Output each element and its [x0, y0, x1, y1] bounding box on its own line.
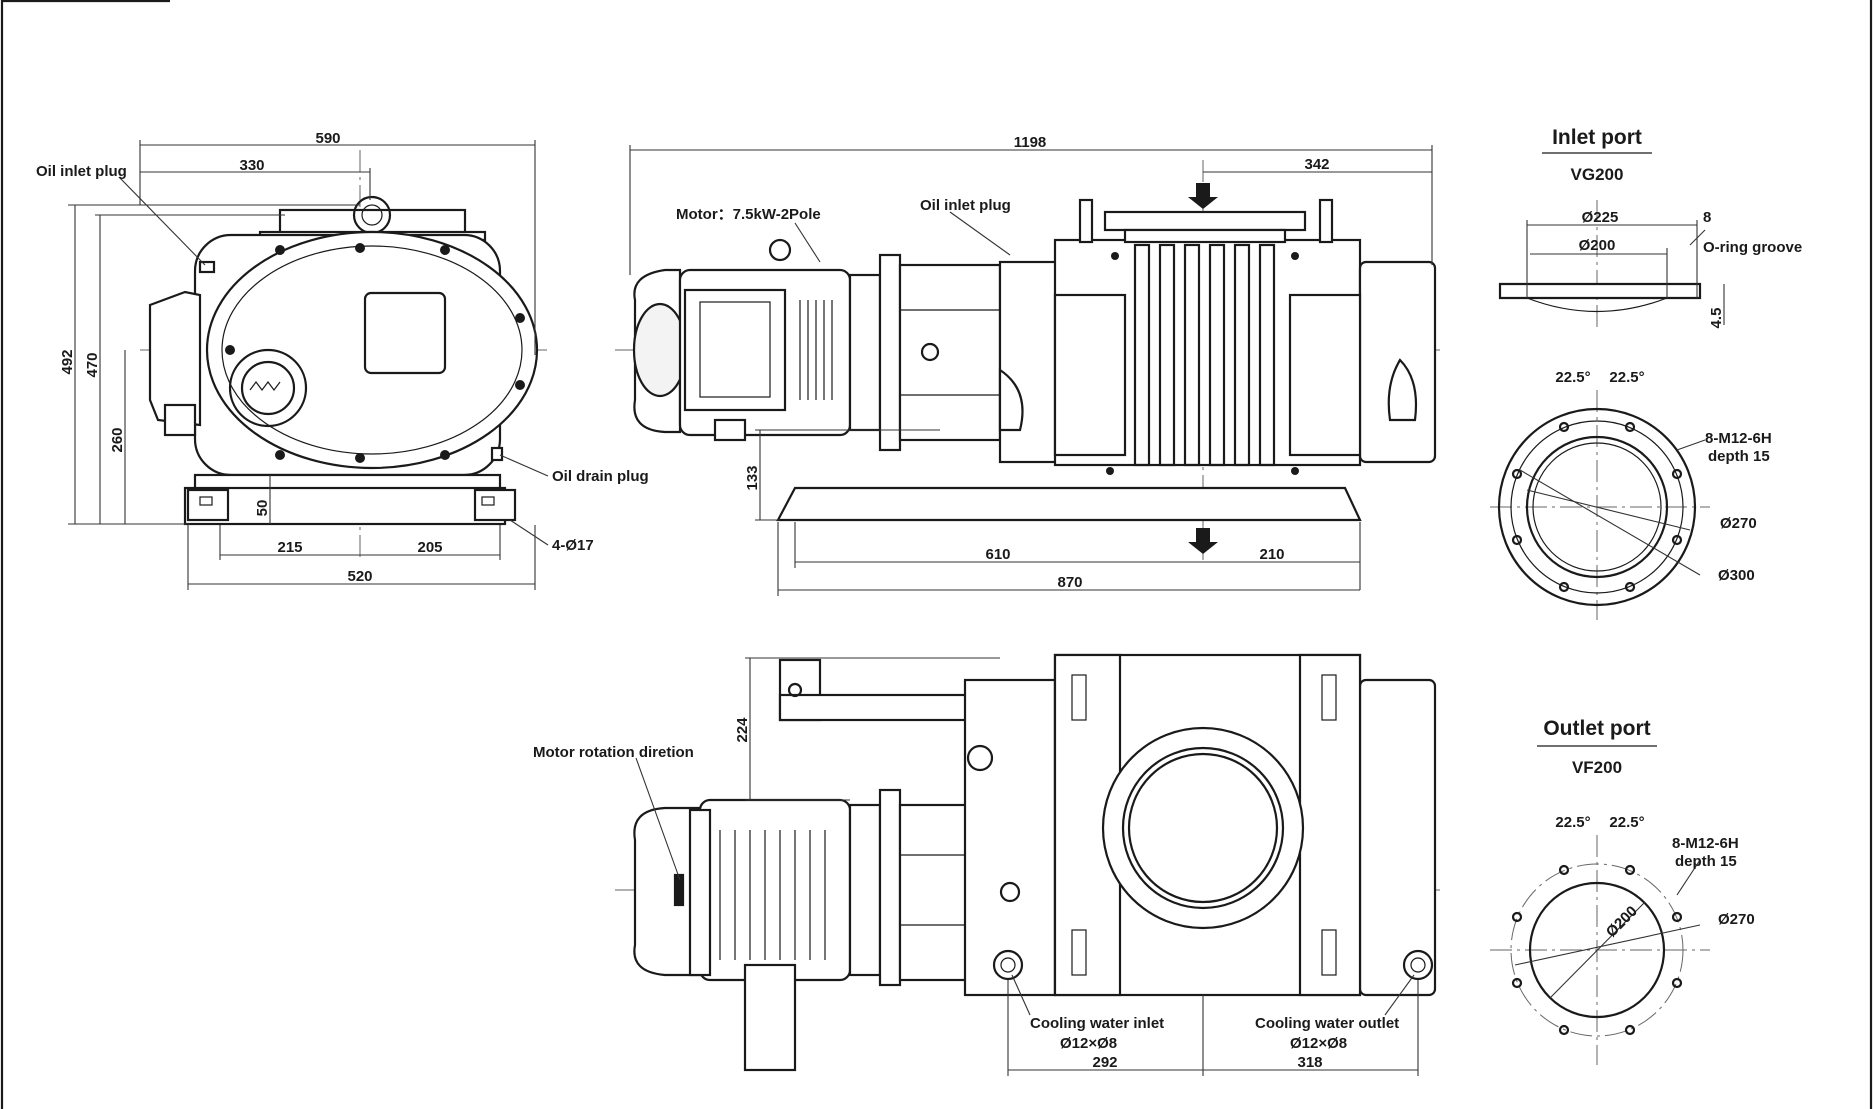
inlet-oring-label: O-ring groove	[1703, 239, 1802, 256]
inlet-angle-2: 22.5°	[1609, 369, 1644, 386]
dim-590: 590	[315, 130, 340, 147]
oil-inlet-plug-label-side: Oil inlet plug	[36, 163, 127, 180]
inlet-port-standard: VG200	[1571, 165, 1624, 184]
motor-rotation-label: Motor rotation diretion	[533, 744, 694, 761]
inlet-d300: Ø300	[1718, 567, 1755, 584]
outlet-depth: depth 15	[1675, 853, 1737, 870]
inlet-bolt-holes	[1511, 421, 1683, 593]
housing-bolts	[225, 243, 525, 463]
inlet-d8: 8	[1703, 209, 1711, 226]
dim-215: 215	[277, 539, 302, 556]
inlet-bolts: 8-M12-6H	[1705, 430, 1772, 447]
outlet-angle-1: 22.5°	[1555, 814, 1590, 831]
cooling-water-outlet-size: Ø12×Ø8	[1290, 1035, 1347, 1052]
oil-drain-plug-label: Oil drain plug	[552, 468, 649, 485]
feet-holes-label: 4-Ø17	[552, 537, 594, 554]
dim-1198: 1198	[1014, 134, 1047, 151]
outlet-bolt-holes	[1511, 864, 1683, 1036]
front-view: 1198 342 133 610 210 870 Motor：7.5kW-2Po…	[615, 134, 1440, 596]
top-view: 224 292 318 Motor rotation diretion Cool…	[533, 653, 1440, 1076]
inlet-d270: Ø270	[1720, 515, 1757, 532]
dim-318: 318	[1297, 1054, 1322, 1071]
inlet-port-detail: Inlet port VG200 Ø225 Ø200 8 O-ring groo…	[1490, 126, 1802, 620]
dim-330: 330	[239, 157, 264, 174]
dim-133: 133	[744, 465, 761, 490]
outlet-angle-2: 22.5°	[1609, 814, 1644, 831]
motor-label: Motor：7.5kW-2Pole	[676, 206, 821, 223]
inlet-d225: Ø225	[1582, 209, 1619, 226]
dim-224: 224	[734, 717, 751, 743]
inlet-d4-5: 4.5	[1708, 308, 1725, 329]
outlet-port-detail: Outlet port VF200 22.5° 22.5° 8-M12-6H d…	[1490, 717, 1755, 1065]
pump-fins	[1133, 243, 1276, 467]
outlet-d200: Ø200	[1603, 903, 1641, 941]
dim-260: 260	[109, 427, 126, 452]
side-view: 590 330 492 470 260 50 215 205 520 Oil i…	[36, 130, 649, 590]
dim-292: 292	[1092, 1054, 1117, 1071]
cooling-water-outlet-label: Cooling water outlet	[1255, 1015, 1399, 1032]
dim-470: 470	[84, 352, 101, 377]
oil-inlet-plug-label-front: Oil inlet plug	[920, 197, 1011, 214]
dim-610: 610	[985, 546, 1010, 563]
cooling-water-inlet-size: Ø12×Ø8	[1060, 1035, 1117, 1052]
outlet-d270: Ø270	[1718, 911, 1755, 928]
outlet-bolts: 8-M12-6H	[1672, 835, 1739, 852]
dim-520: 520	[347, 568, 372, 585]
inlet-depth: depth 15	[1708, 448, 1770, 465]
outlet-port-title: Outlet port	[1543, 717, 1650, 740]
inlet-angle-1: 22.5°	[1555, 369, 1590, 386]
dim-342: 342	[1304, 156, 1329, 173]
dim-205: 205	[417, 539, 442, 556]
top-motor-fins	[719, 830, 826, 960]
dim-870: 870	[1057, 574, 1082, 591]
inlet-d200: Ø200	[1579, 237, 1616, 254]
cooling-water-inlet-label: Cooling water inlet	[1030, 1015, 1164, 1032]
inlet-port-title: Inlet port	[1552, 126, 1642, 149]
motor-fins	[799, 300, 833, 400]
outlet-port-standard: VF200	[1572, 758, 1622, 777]
dim-210: 210	[1259, 546, 1284, 563]
dim-50: 50	[254, 500, 271, 517]
dim-492: 492	[59, 349, 76, 374]
